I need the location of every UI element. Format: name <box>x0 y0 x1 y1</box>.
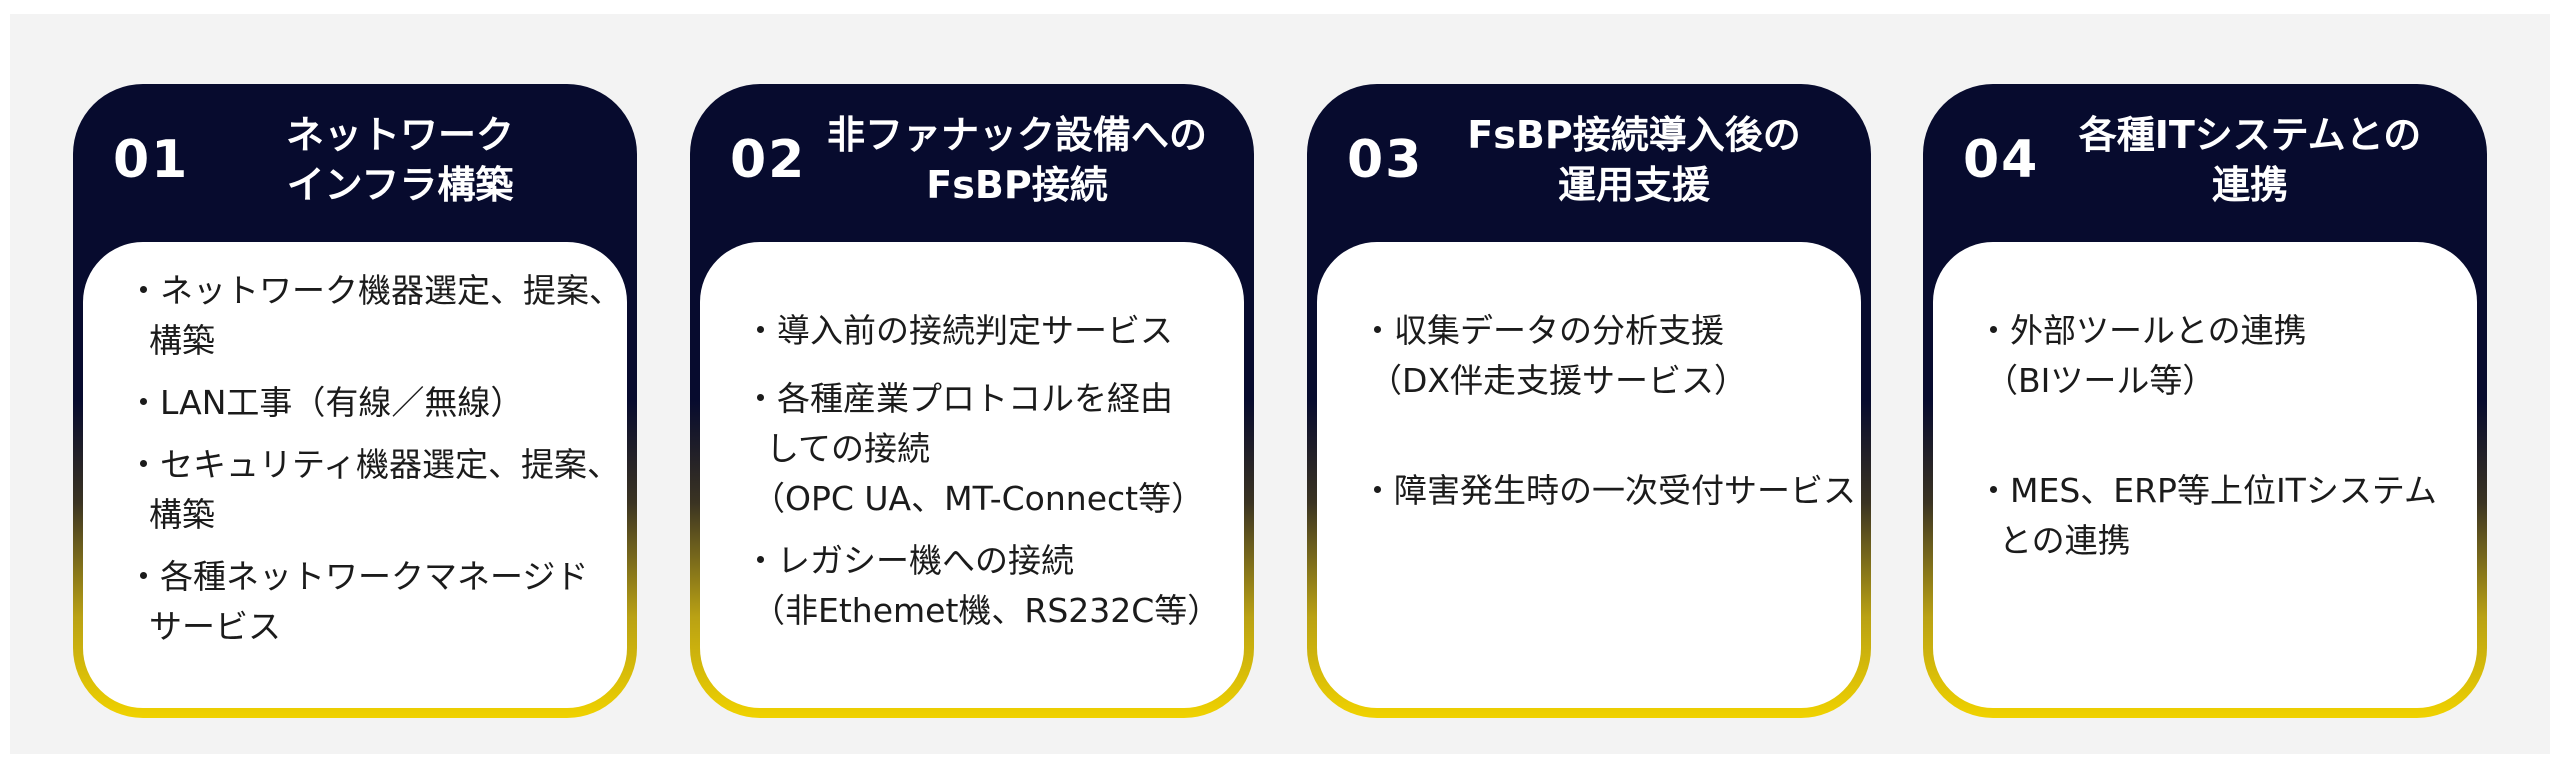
card-body <box>1933 242 2477 708</box>
card-title: 非ファナック設備への FsBP接続 <box>826 113 1207 207</box>
card-non-fanuc-connection: 02 非ファナック設備への FsBP接続 ・導入前の接続判定サービス ・各種産業… <box>690 84 1254 718</box>
card-it-system-integration: 04 各種ITシステムとの 連携 ・外部ツールとの連携（BIツール等） ・MES… <box>1923 84 2487 718</box>
card-number: 03 <box>1347 130 1424 190</box>
list-item: ・各種ネットワークマネージドサービス <box>127 557 589 646</box>
list-item: ・収集データの分析支援（DX伴走支援サービス） <box>1361 311 1748 400</box>
card-body <box>83 242 627 708</box>
card-number: 01 <box>113 130 190 190</box>
card-item-list: ・導入前の接続判定サービス ・各種産業プロトコルを経由しての接続（OPC UA、… <box>744 306 1224 636</box>
card-network-infrastructure: 01 ネットワーク インフラ構築 ・ネットワーク機器選定、提案、構築 ・LAN工… <box>73 84 637 718</box>
list-item: ・レガシー機への接続（非Ethemet機、RS232C等） <box>744 541 1221 630</box>
card-item-list: ・外部ツールとの連携（BIツール等） ・MES、ERP等上位ITシステムとの連携 <box>1977 306 2457 566</box>
card-body <box>1317 242 1861 708</box>
list-item: ・障害発生時の一次受付サービス <box>1361 471 1856 510</box>
card-header: 04 各種ITシステムとの 連携 <box>1923 84 2487 244</box>
card-title: FsBP接続導入後の 運用支援 <box>1467 113 1801 207</box>
card-title: 各種ITシステムとの 連携 <box>2078 113 2422 207</box>
service-diagram: 01 ネットワーク インフラ構築 ・ネットワーク機器選定、提案、構築 ・LAN工… <box>10 14 2550 754</box>
card-item-list: ・収集データの分析支援（DX伴走支援サービス） ・障害発生時の一次受付サービス <box>1361 306 1856 516</box>
card-title: ネットワーク インフラ構築 <box>285 113 514 207</box>
list-item: ・LAN工事（有線／無線） <box>127 383 524 422</box>
list-item: ・各種産業プロトコルを経由しての接続（OPC UA、MT-Connect等） <box>744 379 1205 518</box>
list-item: ・外部ツールとの連携（BIツール等） <box>1977 311 2307 400</box>
list-item: ・導入前の接続判定サービス <box>744 311 1173 350</box>
list-item: ・セキュリティ機器選定、提案、構築 <box>127 445 621 534</box>
card-header: 01 ネットワーク インフラ構築 <box>73 84 637 244</box>
card-item-list: ・ネットワーク機器選定、提案、構築 ・LAN工事（有線／無線） ・セキュリティ機… <box>127 266 622 652</box>
card-header: 02 非ファナック設備への FsBP接続 <box>690 84 1254 244</box>
card-number: 04 <box>1963 130 2040 190</box>
list-item: ・MES、ERP等上位ITシステムとの連携 <box>1977 471 2437 560</box>
card-body <box>700 242 1244 708</box>
card-operation-support: 03 FsBP接続導入後の 運用支援 ・収集データの分析支援（DX伴走支援サービ… <box>1307 84 1871 718</box>
card-number: 02 <box>730 130 807 190</box>
card-header: 03 FsBP接続導入後の 運用支援 <box>1307 84 1871 244</box>
list-item: ・ネットワーク機器選定、提案、構築 <box>127 271 622 360</box>
